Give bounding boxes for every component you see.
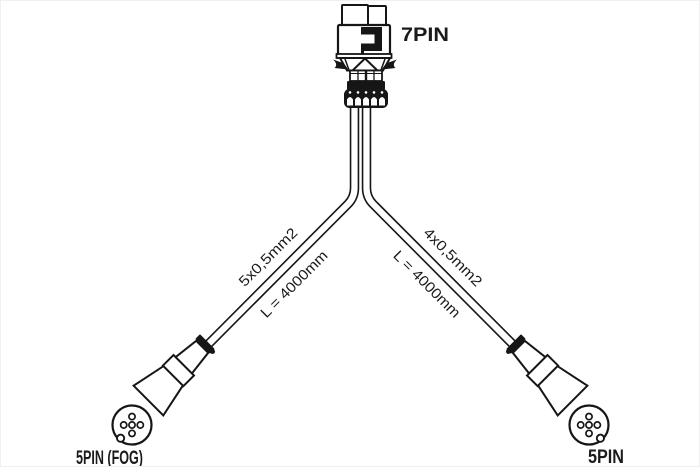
seven-pin-label: 7PIN (401, 25, 449, 46)
fog-branch-connector (111, 333, 217, 446)
right-connector-label: 5PIN (588, 447, 624, 467)
seven-pin-connector (333, 4, 397, 108)
cable-y-split (204, 107, 517, 349)
right-branch-connector (504, 333, 610, 446)
fog-connector-label: 5PIN (FOG) (76, 448, 143, 467)
